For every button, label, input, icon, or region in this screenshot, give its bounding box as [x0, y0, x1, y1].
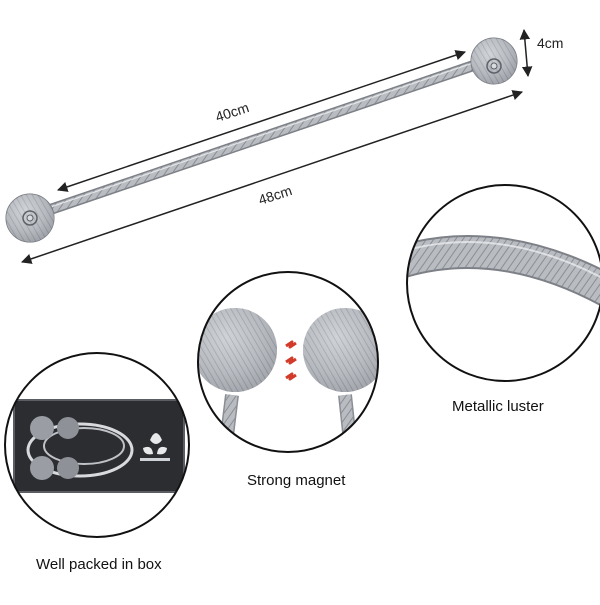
inner-length-arrow — [57, 50, 466, 192]
box-caption: Well packed in box — [36, 556, 162, 573]
box-packaging-detail — [4, 352, 190, 538]
magnet-attraction-icon — [285, 340, 297, 381]
diameter-label: 4cm — [537, 35, 564, 51]
brand-logo — [140, 433, 170, 461]
luster-detail — [406, 184, 600, 382]
magnet-caption: Strong magnet — [247, 472, 346, 489]
luster-caption: Metallic luster — [452, 398, 544, 415]
curtain-tieback-rod — [34, 58, 484, 219]
magnet-detail — [197, 271, 379, 453]
magnet-ball-left — [5, 193, 55, 243]
dimension-arrows — [21, 28, 533, 264]
magnet-ball-right — [470, 37, 518, 85]
diameter-arrow — [519, 28, 533, 78]
outer-length-arrow — [21, 90, 523, 264]
